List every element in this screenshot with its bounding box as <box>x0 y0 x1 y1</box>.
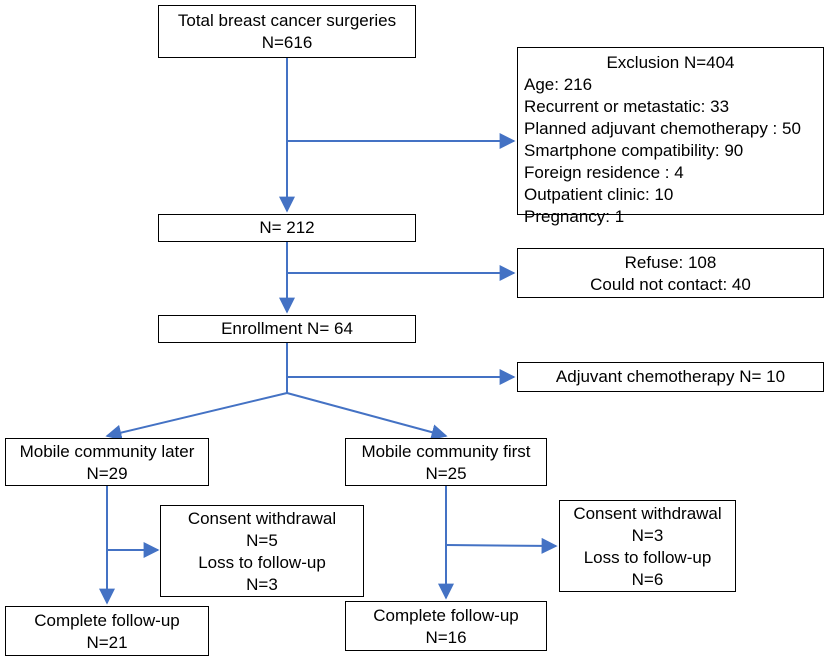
refuse-box: Refuse: 108 Could not contact: 40 <box>517 248 824 298</box>
arrow-to-later <box>105 392 288 441</box>
arrow-to-first <box>286 392 448 440</box>
exclusion-item: Age: 216 <box>524 75 593 94</box>
box-line: Enrollment N= 64 <box>221 319 353 338</box>
box-line: N= 212 <box>259 218 315 237</box>
mobile-later-box: Mobile community later N=29 <box>5 438 209 486</box>
box-line: Mobile community first <box>361 442 531 461</box>
withdraw-left-box: Consent withdrawal N=5 Loss to follow-up… <box>160 505 364 597</box>
box-line: Complete follow-up <box>34 611 180 630</box>
box-line: N=29 <box>86 464 128 483</box>
box-line: Loss to follow-up <box>583 548 712 567</box>
complete-right-box: Complete follow-up N=16 <box>345 601 547 651</box>
box-line: Refuse: 108 <box>624 253 717 272</box>
complete-left-box: Complete follow-up N=21 <box>5 606 209 656</box>
exclusion-item: Planned adjuvant chemotherapy : 50 <box>524 119 801 138</box>
box-line: N=6 <box>631 570 664 589</box>
enrollment-box: Enrollment N= 64 <box>158 315 416 343</box>
exclusion-item: Smartphone compatibility: 90 <box>524 141 744 160</box>
box-line: Consent withdrawal <box>573 504 722 523</box>
box-line: N=16 <box>425 628 467 647</box>
box-line: N=616 <box>261 33 313 52</box>
total-surgeries-box: Total breast cancer surgeries N=616 <box>158 5 416 58</box>
n212-box: N= 212 <box>158 214 416 242</box>
box-line: Complete follow-up <box>373 606 519 625</box>
box-line: Consent withdrawal <box>187 509 337 528</box>
box-line: Mobile community later <box>19 442 195 461</box>
box-line: N=5 <box>246 531 278 550</box>
adjuvant-box: Adjuvant chemotherapy N= 10 <box>517 362 824 392</box>
box-line: N=25 <box>425 464 467 483</box>
arrow-to-withdraw-right <box>445 537 558 554</box>
box-line: N=3 <box>246 575 278 594</box>
exclusion-item: Recurrent or metastatic: 33 <box>524 97 730 116</box>
withdraw-right-box: Consent withdrawal N=3 Loss to follow-up… <box>559 500 736 592</box>
box-line: N=3 <box>631 526 664 545</box>
box-line: Loss to follow-up <box>198 553 326 572</box>
exclusion-item: Outpatient clinic: 10 <box>524 185 674 204</box>
exclusion-item: Foreign residence : 4 <box>524 163 684 182</box>
box-line: Total breast cancer surgeries <box>177 11 397 30</box>
box-line: Adjuvant chemotherapy N= 10 <box>555 367 786 386</box>
box-line: N=21 <box>86 633 128 652</box>
exclusion-title: Exclusion N=404 <box>606 53 735 72</box>
exclusion-item: Pregnancy: 1 <box>524 207 625 226</box>
exclusion-box: Exclusion N=404 Age: 216 Recurrent or me… <box>517 47 824 226</box>
mobile-first-box: Mobile community first N=25 <box>345 438 547 486</box>
box-line: Could not contact: 40 <box>590 275 751 294</box>
